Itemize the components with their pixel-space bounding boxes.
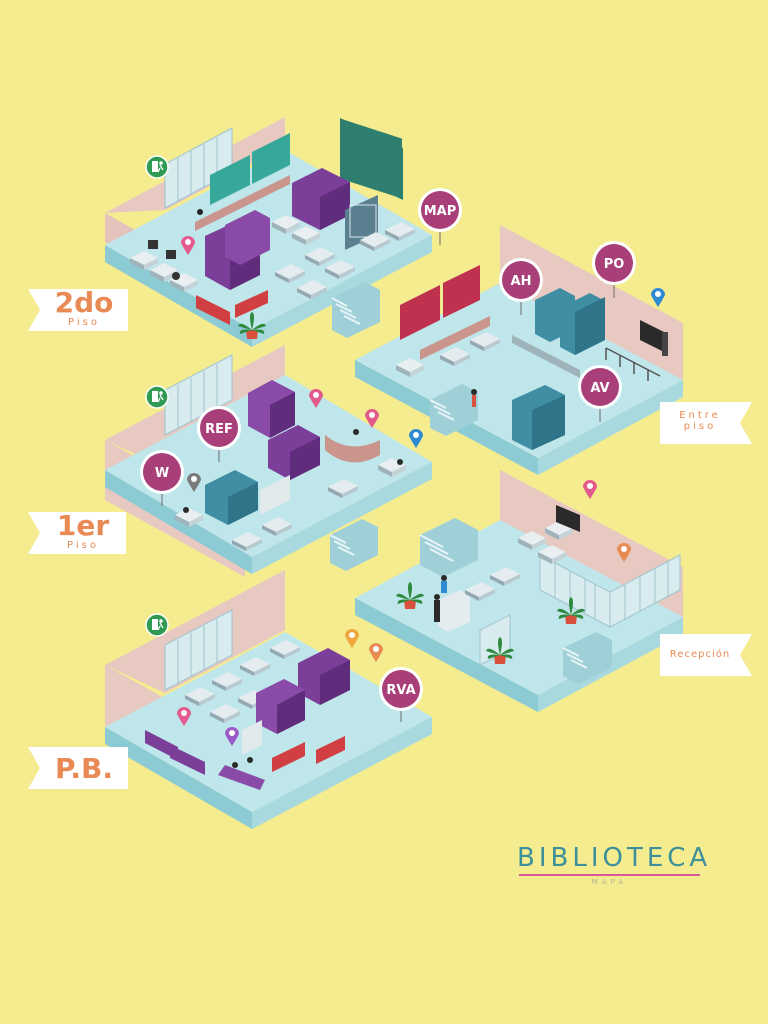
brand-title: BIBLIOTECA [517, 843, 712, 873]
floor-label-first-sub: Piso [67, 540, 99, 551]
area-badge-rva-label: RVA [386, 683, 415, 698]
area-badge-ref[interactable]: REF [197, 406, 241, 462]
location-pin-icon[interactable] [409, 420, 424, 448]
floor-label-second-sub: Piso [68, 317, 100, 328]
ground-floor [105, 570, 432, 829]
brand-rule [519, 874, 700, 876]
area-badge-av-label: AV [590, 381, 609, 396]
floor-label-reception[interactable]: Recepción [660, 632, 752, 678]
location-pin-icon[interactable] [369, 634, 384, 662]
floor-label-first-text: 1er [56, 509, 110, 542]
second-floor [105, 117, 432, 347]
exit-sign-icon [145, 613, 169, 637]
area-badge-ah[interactable]: AH [499, 258, 543, 315]
floor-label-ground[interactable]: P.B. [28, 745, 128, 791]
brand-logo: BIBLIOTECA MAPA [517, 843, 712, 886]
area-badge-ah-label: AH [511, 274, 532, 289]
area-badge-ref-label: REF [205, 422, 233, 437]
reception-floor [355, 470, 683, 712]
location-pin-icon[interactable] [651, 279, 666, 307]
area-badge-w[interactable]: W [140, 450, 184, 506]
floor-label-second-text: 2do [54, 286, 114, 319]
area-badge-av[interactable]: AV [578, 365, 622, 422]
exit-sign-icon [145, 385, 169, 409]
first-floor [105, 345, 432, 577]
floor-label-ground-text: P.B. [55, 752, 113, 785]
area-badge-po[interactable]: PO [592, 241, 636, 298]
floor-label-reception-text: Recepción [669, 649, 731, 660]
floor-label-mezzanine[interactable]: Entre piso [660, 400, 752, 446]
exit-sign-icon [145, 155, 169, 179]
floor-label-mezzanine-line2: piso [683, 421, 717, 432]
area-badge-po-label: PO [604, 257, 625, 272]
location-pin-icon[interactable] [583, 471, 598, 499]
brand-subtitle: MAPA [591, 878, 628, 886]
floor-label-first[interactable]: 1er Piso [28, 510, 126, 556]
mezzanine-floor [355, 225, 683, 475]
area-badge-w-label: W [155, 466, 169, 481]
floor-label-mezzanine-line1: Entre [679, 410, 721, 421]
floor-label-second[interactable]: 2do Piso [28, 287, 128, 333]
location-pin-icon[interactable] [345, 620, 360, 648]
area-badge-rva[interactable]: RVA [379, 667, 423, 722]
area-badge-map[interactable]: MAP [418, 188, 462, 245]
area-badge-map-label: MAP [424, 204, 457, 219]
